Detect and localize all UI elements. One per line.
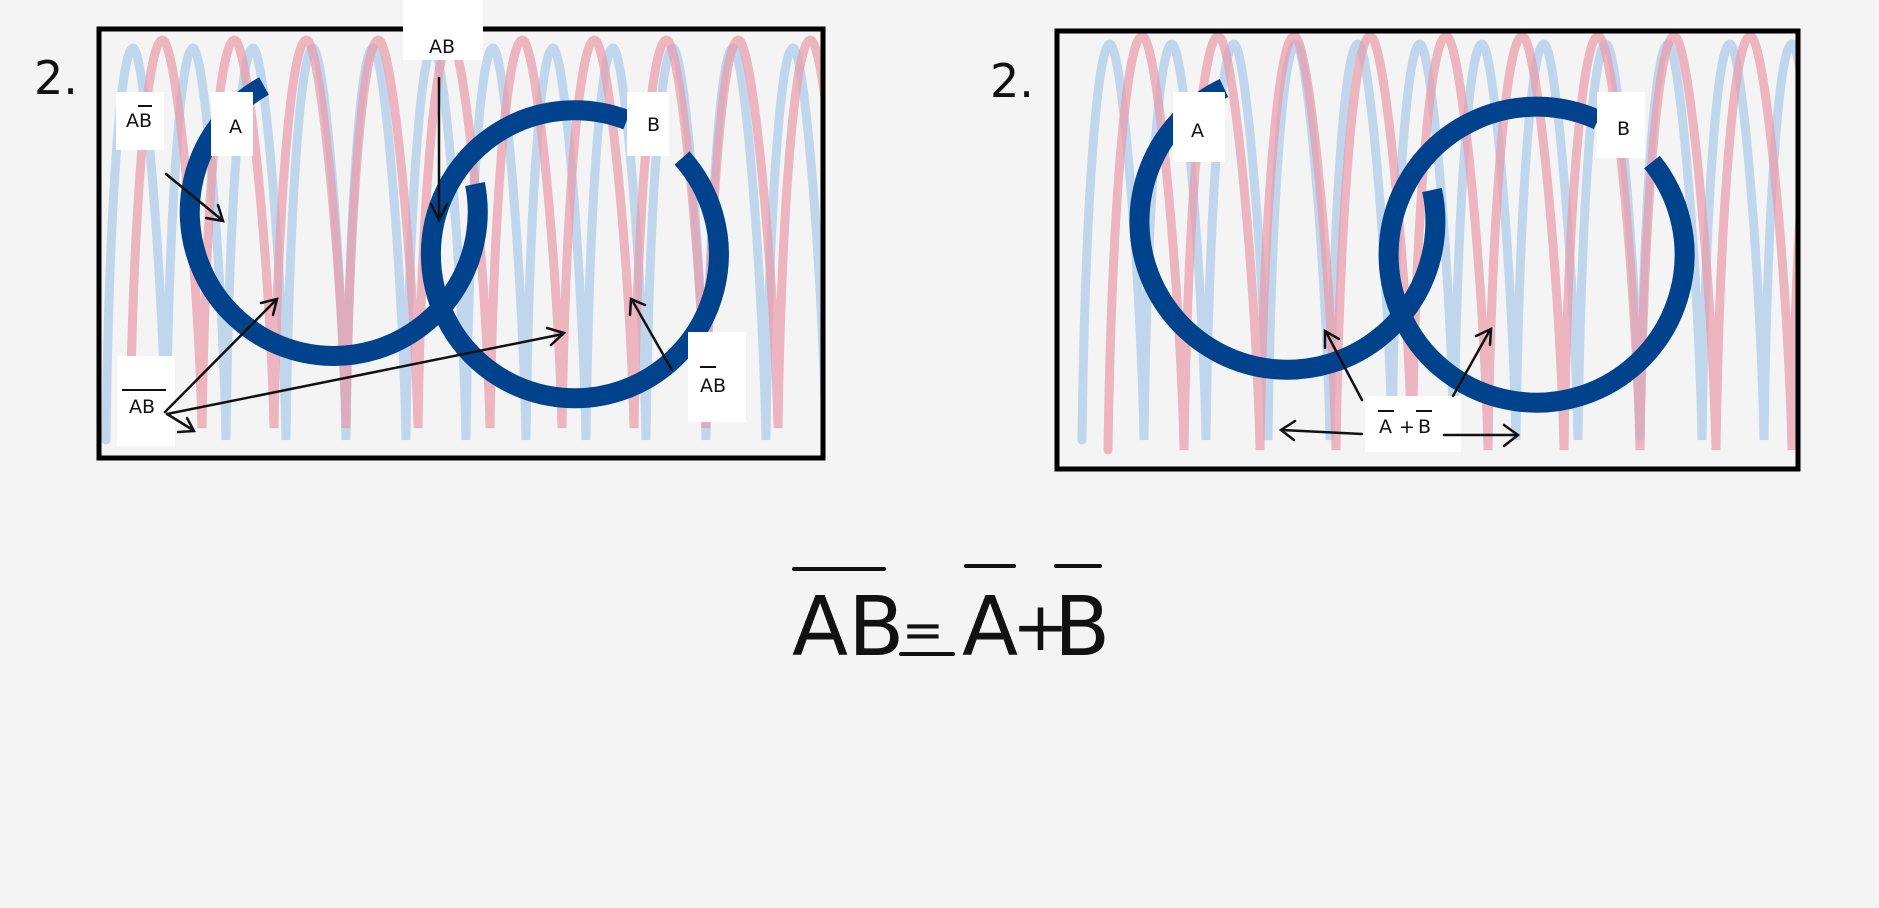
label-abar-b: AB bbox=[700, 375, 726, 397]
label-a-right: A bbox=[1191, 120, 1204, 142]
eq-a: A bbox=[962, 580, 1018, 675]
label-b-right-box bbox=[1597, 92, 1645, 158]
label-a-box bbox=[211, 92, 253, 156]
arrow-not-ab-right bbox=[165, 326, 567, 416]
label-a-bbar: AB bbox=[126, 110, 152, 132]
label-ab: AB bbox=[429, 36, 455, 58]
label-ab-box bbox=[403, 0, 483, 60]
left-circle-b bbox=[420, 100, 729, 409]
label-b-box bbox=[627, 92, 669, 156]
label-bbar-right: B bbox=[1418, 416, 1431, 438]
label-not-ab-box bbox=[117, 356, 175, 446]
arrow-union-up-left bbox=[1323, 328, 1364, 402]
circle-b-outline bbox=[420, 100, 729, 409]
arrow-union-up-right bbox=[1451, 326, 1493, 398]
left-blue-hatch bbox=[101, 43, 822, 445]
arrow-union-left bbox=[1278, 419, 1364, 442]
right-circle-b bbox=[1378, 96, 1695, 413]
label-plus-right: + bbox=[1399, 416, 1415, 438]
left-panel-number: 2. bbox=[34, 51, 78, 105]
circle-a-outline bbox=[179, 77, 488, 366]
arrow-a-bbar bbox=[164, 172, 225, 223]
right-panel: 2. A B A + B bbox=[990, 28, 1801, 472]
right-circle-a bbox=[1129, 78, 1446, 380]
de-morgan-equation: AB = A + B bbox=[792, 564, 1110, 675]
label-b-right: B bbox=[1617, 118, 1630, 140]
eq-equiv: = bbox=[902, 601, 944, 659]
label-b: B bbox=[647, 114, 660, 136]
right-panel-number: 2. bbox=[990, 54, 1034, 108]
label-abar-right: A bbox=[1379, 416, 1392, 438]
left-arrows bbox=[163, 76, 674, 434]
eq-plus: + bbox=[1012, 588, 1069, 667]
label-abar-b-box bbox=[688, 332, 746, 422]
right-red-hatch bbox=[1103, 32, 1797, 455]
left-circle-a bbox=[179, 77, 488, 366]
arrow-not-ab-down bbox=[165, 412, 197, 434]
eq-b: B bbox=[1054, 580, 1110, 675]
left-panel: 2. AB AB A B AB AB bbox=[34, 0, 826, 461]
arrow-ab-down bbox=[429, 76, 449, 223]
arrow-union-right bbox=[1442, 423, 1521, 448]
right-arrows bbox=[1278, 326, 1521, 448]
label-not-ab: AB bbox=[129, 396, 155, 418]
eq-lhs: AB bbox=[792, 580, 904, 675]
right-panel-frame bbox=[1054, 28, 1801, 472]
arrow-not-ab-up bbox=[163, 297, 279, 414]
label-union-box bbox=[1365, 396, 1461, 452]
circle-a-outline-right bbox=[1129, 78, 1446, 380]
circle-b-outline-right bbox=[1378, 96, 1695, 413]
label-a-right-box bbox=[1173, 92, 1225, 162]
label-a: A bbox=[229, 116, 242, 138]
arrow-abar-b bbox=[628, 297, 674, 372]
label-a-bbar-box bbox=[116, 92, 164, 150]
